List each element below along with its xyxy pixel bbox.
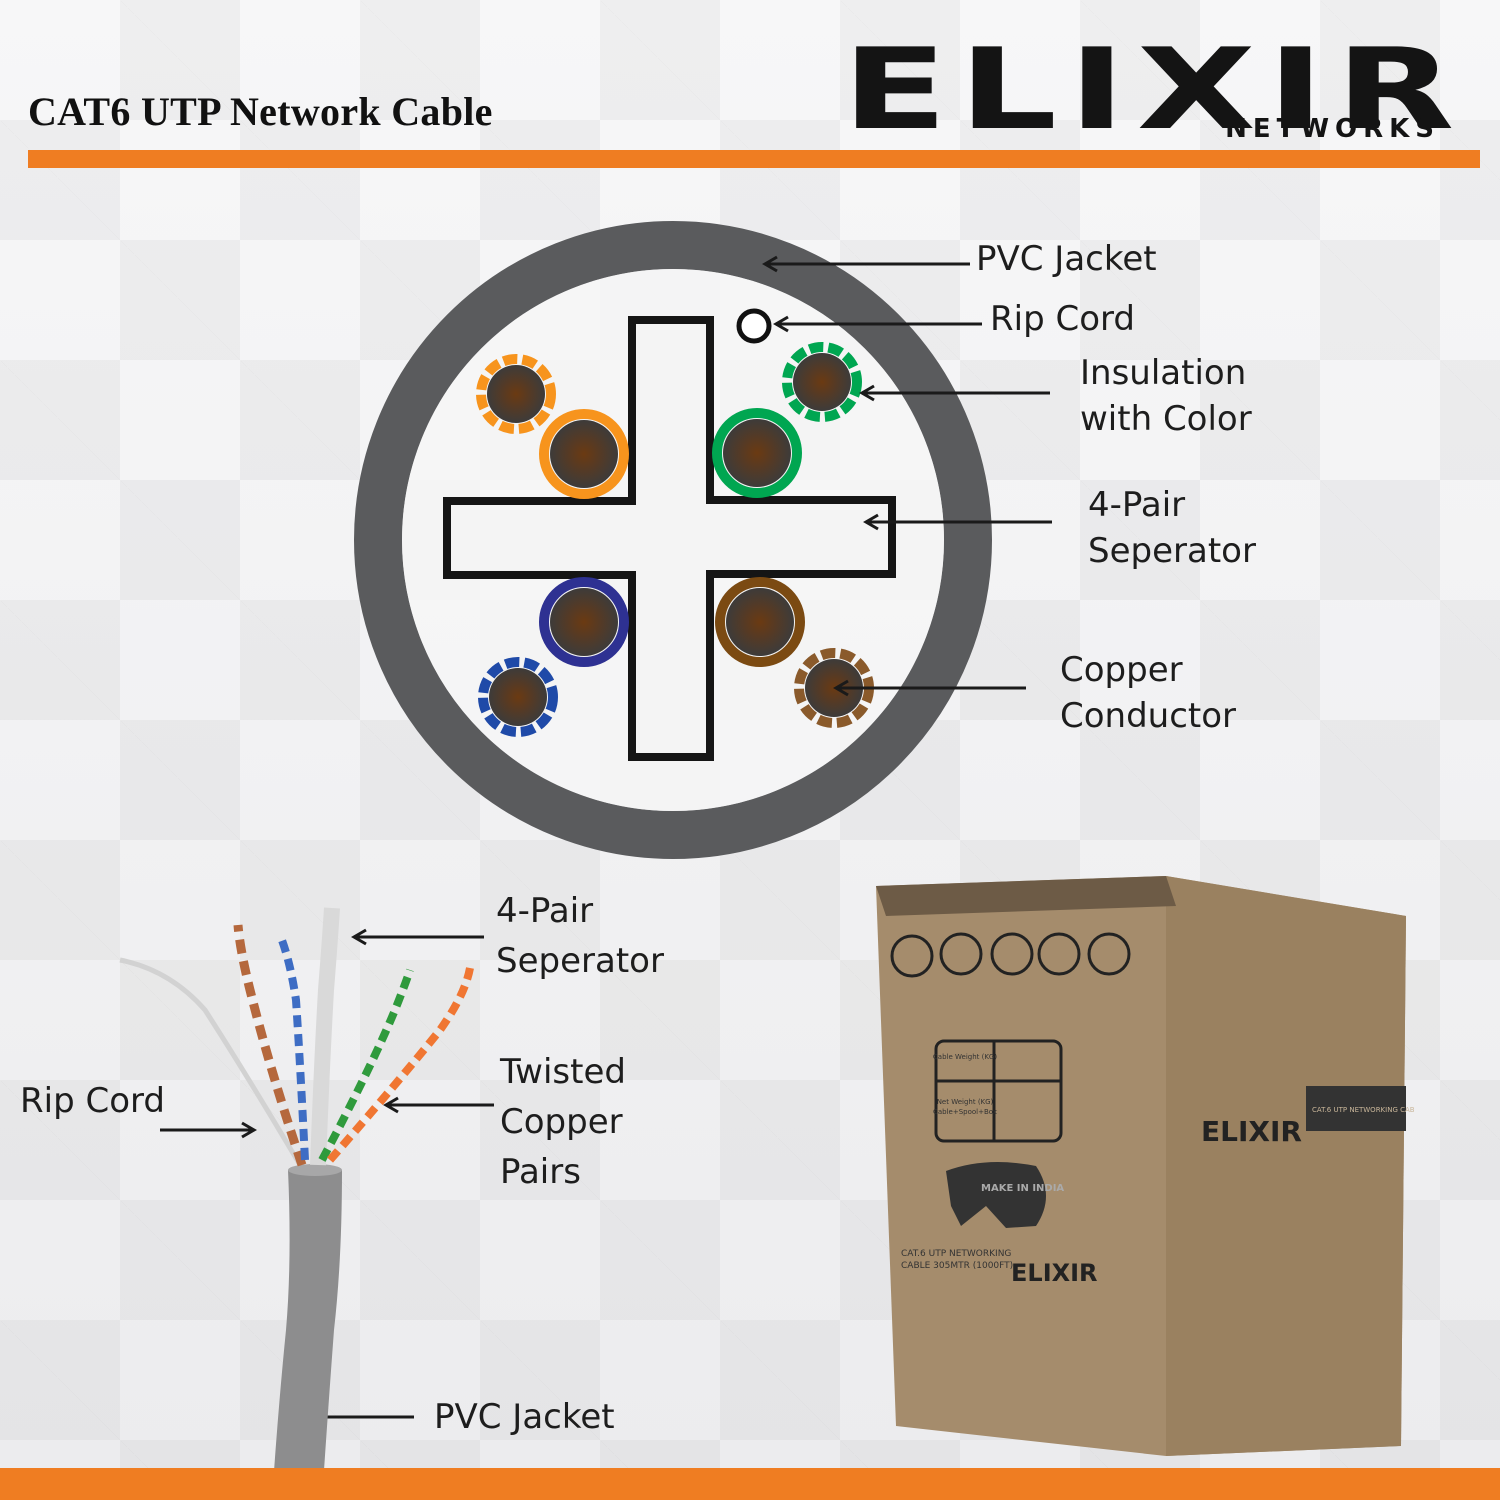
brand-logo: ELIXIR NETWORKS (842, 34, 1482, 146)
svg-text:MAKE IN INDIA: MAKE IN INDIA (981, 1183, 1064, 1194)
footer-accent-bar (0, 1468, 1500, 1500)
pair-separator-cross (443, 316, 896, 761)
label-separator: 4-Pair Seperator (1088, 485, 1256, 571)
packaging-box: Cable Weight (KG) Net Weight (KG) Cable+… (876, 876, 1414, 1456)
brown-twisted-pair (233, 924, 307, 1167)
rip-cord-strand (119, 957, 303, 1167)
label-pvc-jacket: PVC Jacket (976, 239, 1157, 279)
blue-twisted-pair (276, 933, 309, 1161)
svg-text:ELIXIR: ELIXIR (1201, 1115, 1302, 1148)
label-insulation: Insulation with Color (1080, 353, 1252, 439)
separator-spline (310, 907, 340, 1166)
svg-text:CABLE 305MTR (1000FT): CABLE 305MTR (1000FT) (901, 1261, 1013, 1271)
recycle-icon (890, 934, 934, 978)
this-way-up-icon (1087, 932, 1131, 976)
svg-text:CAT.6 UTP NETWORKING CABLE: CAT.6 UTP NETWORKING CABLE (1312, 1106, 1414, 1114)
orange-pair (476, 354, 629, 499)
brand-name: ELIXIR (842, 25, 1466, 155)
svg-text:CAT.6 UTP NETWORKING: CAT.6 UTP NETWORKING (901, 1249, 1011, 1259)
fragile-hands-icon (939, 932, 983, 976)
cross-section-leader-lines (762, 255, 1052, 697)
dispose-bin-icon (1037, 932, 1081, 976)
handling-icons (890, 932, 1131, 1143)
label-copper-conductor: Copper Conductor (1060, 650, 1237, 736)
green-pair (712, 342, 862, 498)
photo-label-rip-cord: Rip Cord (20, 1081, 165, 1121)
photo-label-pvc-jacket: PVC Jacket (434, 1397, 615, 1437)
photo-label-separator: 4-Pair Seperator (496, 891, 664, 981)
keep-dry-umbrella-icon (990, 932, 1034, 976)
rip-cord-circle (736, 308, 772, 344)
pvc-jacket-ring (354, 221, 992, 859)
svg-text:ELIXIR: ELIXIR (1011, 1259, 1098, 1287)
svg-text:Cable+Spool+Box: Cable+Spool+Box (933, 1108, 997, 1116)
blue-pair (478, 577, 629, 737)
make-in-india-lion (946, 1162, 1046, 1228)
photo-label-twisted-pairs: Twisted Copper Pairs (500, 1052, 626, 1192)
green-twisted-pair (318, 968, 414, 1162)
page-title: CAT6 UTP Network Cable (28, 89, 493, 134)
brand-subtitle: NETWORKS (1225, 114, 1440, 144)
cable-photo (119, 907, 474, 1500)
svg-text:Net Weight (KG): Net Weight (KG) (937, 1098, 994, 1106)
header-accent-bar (28, 150, 1480, 168)
svg-text:Cable Weight (KG): Cable Weight (KG) (933, 1053, 997, 1061)
label-rip-cord: Rip Cord (990, 299, 1135, 339)
orange-twisted-pair (326, 967, 474, 1163)
